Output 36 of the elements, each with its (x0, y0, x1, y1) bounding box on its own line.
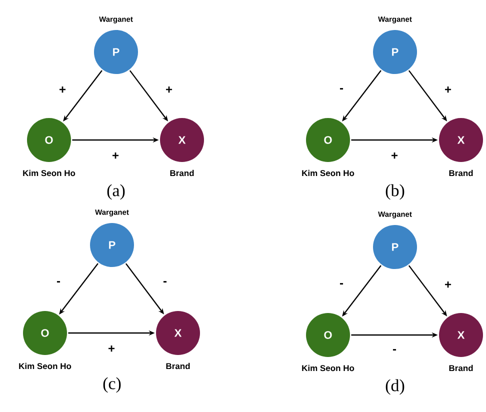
node-caption: Kim Seon Ho (19, 362, 72, 370)
edge-label: + (164, 85, 174, 95)
circle-node: P (373, 30, 417, 74)
edge-label: + (111, 151, 120, 161)
edge-label: + (58, 85, 67, 95)
circle-node: X (160, 118, 204, 162)
panel-label: (b) (386, 184, 404, 200)
circle-node: X (156, 311, 200, 355)
edge-label: + (444, 280, 453, 290)
panel-label: (d) (386, 379, 404, 395)
node-caption: Brand (449, 170, 473, 176)
edge-label: - (338, 282, 344, 288)
panel-label: (a) (107, 184, 125, 200)
edge-label: - (338, 87, 344, 93)
edge-label: - (162, 280, 168, 286)
circle-node: O (306, 313, 350, 357)
edge-label: + (390, 151, 400, 161)
circle-node: P (94, 30, 138, 74)
edge-label: - (392, 348, 398, 354)
node-caption: Kim Seon Ho (302, 170, 354, 176)
node-caption: Kim Seon Ho (302, 364, 354, 372)
circle-node: P (373, 225, 417, 269)
panel-label: (c) (103, 377, 121, 393)
circle-node: X (439, 313, 483, 357)
circle-node: X (439, 118, 483, 162)
edge-label: - (56, 280, 62, 286)
edge-label: + (444, 85, 453, 95)
circle-node: O (306, 118, 350, 162)
node-caption: Brand (166, 362, 190, 370)
circle-node: P (90, 223, 134, 267)
node-caption: Brand (449, 364, 473, 372)
node-caption: Kim Seon Ho (23, 170, 76, 176)
node-caption: Brand (170, 170, 194, 176)
circle-node: O (23, 311, 67, 355)
edge-label: + (107, 344, 116, 354)
circle-node: O (27, 118, 71, 162)
